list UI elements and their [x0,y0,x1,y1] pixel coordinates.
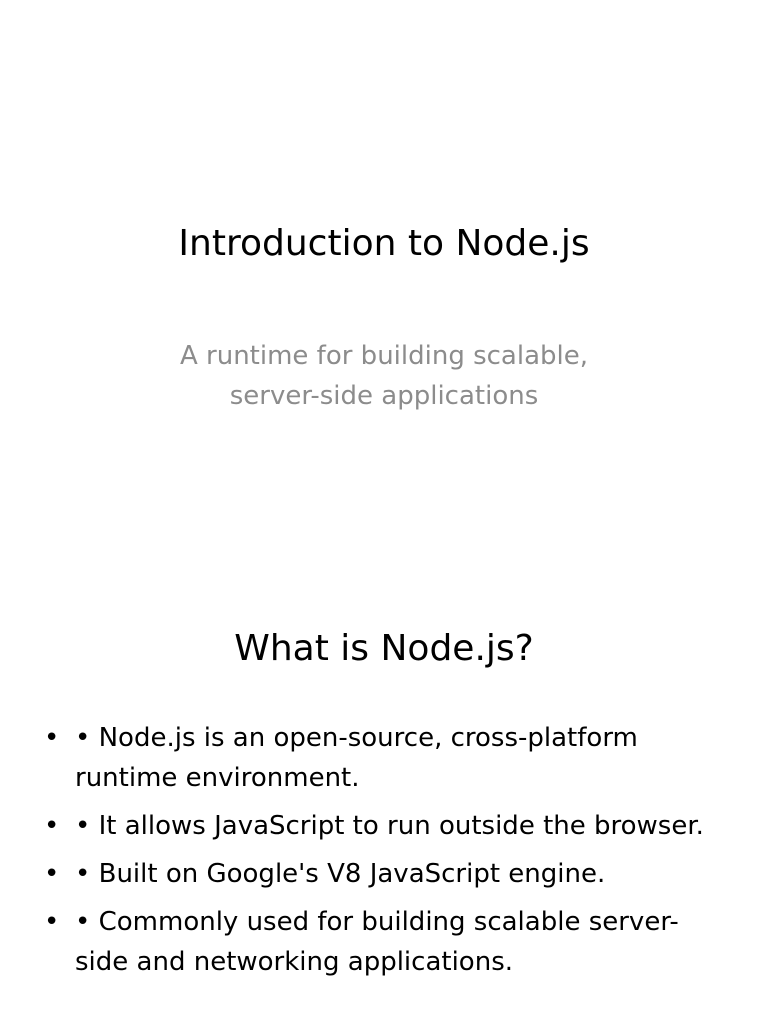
list-item: • • Node.js is an open-source, cross-pla… [40,718,730,798]
bullet-marker: • [44,723,60,753]
bullet-text: • Built on Google's V8 JavaScript engine… [75,859,606,889]
title-slide: Introduction to Node.js A runtime for bu… [178,223,590,411]
list-item: • • Built on Google's V8 JavaScript engi… [40,854,730,894]
list-item: • • It allows JavaScript to run outside … [40,806,730,846]
content-slide: What is Node.js? • • Node.js is an open-… [0,512,768,1024]
list-item: • • Commonly used for building scalable … [40,902,730,982]
slide-title: Introduction to Node.js [178,223,590,264]
bullet-text: • It allows JavaScript to run outside th… [75,811,704,841]
bullet-text: • Commonly used for building scalable se… [75,907,679,977]
bullet-marker: • [44,811,60,841]
bullet-list: • • Node.js is an open-source, cross-pla… [40,718,730,990]
bullet-marker: • [44,907,60,937]
slide-title: What is Node.js? [234,628,534,669]
bullet-marker: • [44,859,60,889]
bullet-text: • Node.js is an open-source, cross-platf… [75,723,638,793]
slide-subtitle: A runtime for building scalable, server-… [179,341,589,411]
